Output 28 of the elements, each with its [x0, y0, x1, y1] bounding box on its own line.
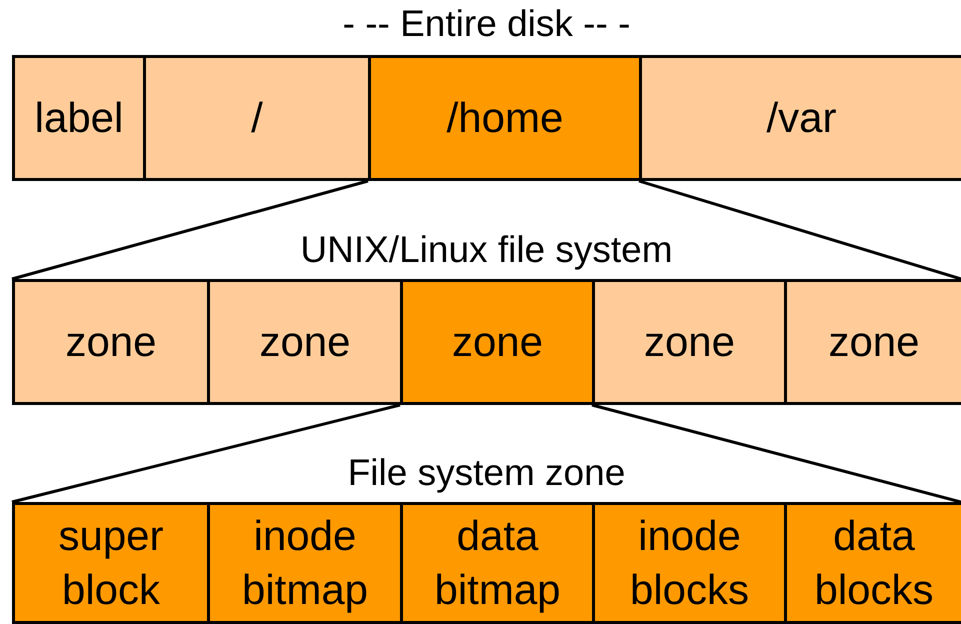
partition-cell [784, 505, 961, 621]
partition-cell [207, 505, 400, 621]
cell-text: zone [450, 317, 544, 367]
cell-text: zone [258, 317, 352, 367]
partition-cell [400, 282, 592, 402]
cell-text: /home [446, 93, 564, 143]
cell-text: inode blocks [628, 511, 750, 615]
cell-text: zone [827, 317, 921, 367]
cell-text: data blocks [813, 511, 935, 615]
cell-text: zone [64, 317, 158, 367]
row-heading: - -- Entire disk -- - [342, 2, 630, 46]
zoom-line [592, 404, 961, 504]
partition-cell [592, 505, 784, 621]
cell-text: data bitmap [433, 511, 562, 615]
cell-text: zone [642, 317, 736, 367]
partition-cell [12, 505, 207, 621]
zoom-line [12, 404, 400, 504]
partition-cell [368, 58, 639, 178]
cell-text: inode bitmap [240, 511, 370, 615]
row-heading: UNIX/Linux file system [300, 228, 673, 272]
cell-text: label [34, 93, 124, 143]
zoom-line [12, 180, 368, 280]
cell-text: / [250, 93, 264, 143]
cell-text: /var [765, 93, 838, 143]
zoom-line [638, 180, 961, 280]
cell-text: super block [57, 511, 165, 615]
row-heading: File system zone [348, 451, 626, 495]
partition-cell [400, 505, 592, 621]
